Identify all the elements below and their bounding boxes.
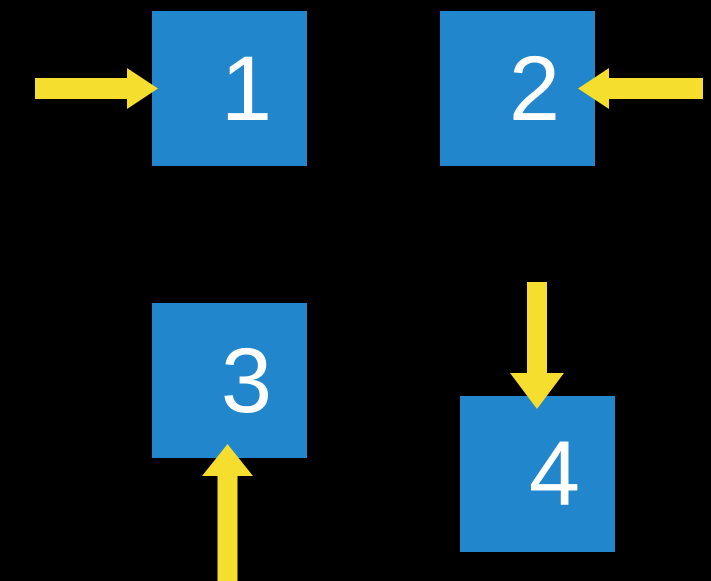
arrow-left-into-node-2 [578, 68, 703, 109]
node-box-2[interactable]: 2 [440, 11, 595, 166]
arrow-right-icon [35, 68, 158, 109]
node-2-rect [440, 11, 595, 166]
node-4-label: 4 [528, 423, 581, 525]
arrow-left-icon [578, 68, 703, 109]
node-box-4[interactable]: 4 [460, 396, 615, 552]
node-box-3[interactable]: 3 [152, 303, 307, 458]
arrow-up-icon [202, 444, 253, 581]
node-3-rect [152, 303, 307, 458]
arrow-up-into-node-3 [202, 444, 253, 581]
node-1-rect [152, 11, 307, 166]
node-4-rect [460, 396, 615, 552]
node-2-label: 2 [508, 37, 561, 140]
node-1-label: 1 [220, 37, 273, 140]
node-box-1[interactable]: 1 [152, 11, 307, 166]
arrow-down-icon [510, 282, 564, 409]
node-3-label: 3 [220, 329, 273, 432]
arrow-right-into-node-1 [35, 68, 158, 109]
arrow-down-into-node-4 [510, 282, 564, 409]
